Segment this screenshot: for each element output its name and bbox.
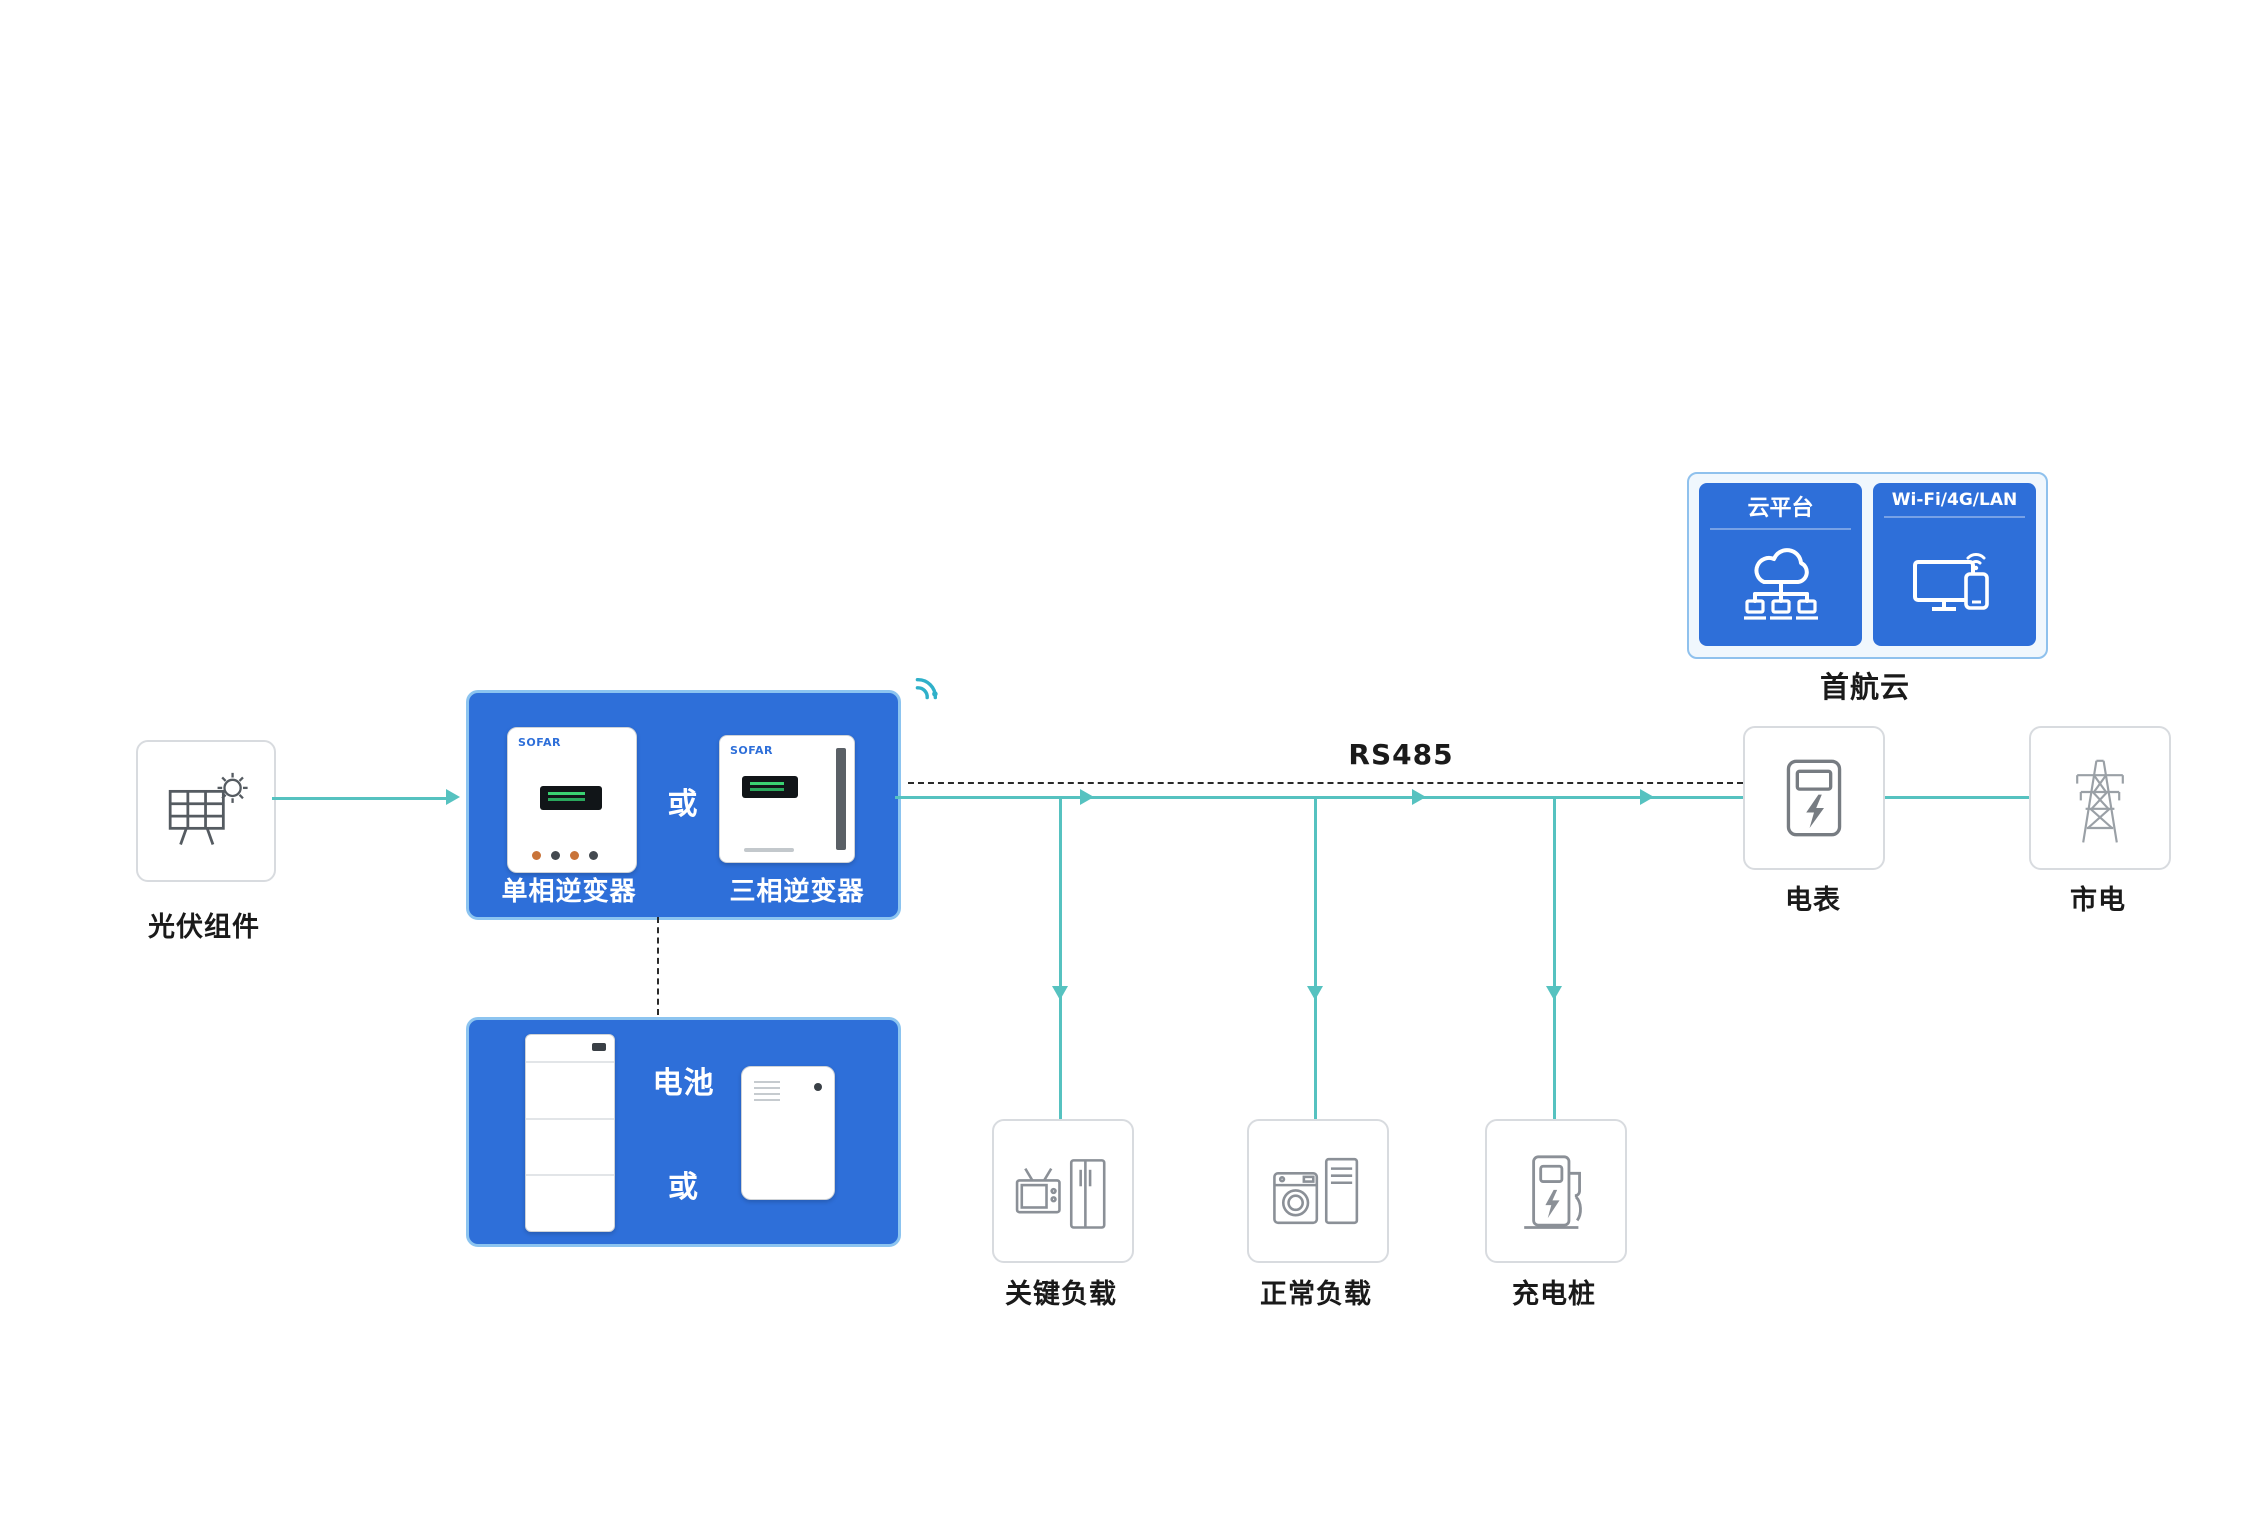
single-phase-inverter-label: 单相逆变器 xyxy=(501,877,637,907)
inverter-heatsink xyxy=(836,748,846,850)
ev-charger-node xyxy=(1485,1119,1627,1263)
solar-panel-icon xyxy=(168,772,248,845)
utility-grid-label: 市电 xyxy=(2070,885,2126,916)
inverter-brand-logo: SOFAR xyxy=(730,744,774,757)
ac-bus-arrow xyxy=(1412,789,1426,805)
meter-label: 电表 xyxy=(1785,885,1841,916)
battery-indicator xyxy=(814,1083,822,1091)
battery-vent-lines xyxy=(754,1081,780,1083)
cloud-panel: 云平台 xyxy=(1687,472,2048,659)
wifi-signal-icon xyxy=(915,677,938,700)
inverter-display-screen xyxy=(540,786,602,810)
inverter-brand-logo: SOFAR xyxy=(518,736,562,749)
battery-module xyxy=(526,1035,614,1063)
meter-to-grid-line xyxy=(1881,796,2029,799)
normal-load-node xyxy=(1247,1119,1389,1263)
battery-module xyxy=(526,1063,614,1120)
three-phase-inverter-image: SOFAR xyxy=(719,735,855,863)
single-phase-inverter-image: SOFAR xyxy=(507,727,637,873)
cloud-network-icon xyxy=(1743,548,1818,620)
rs485-dashed-line xyxy=(908,782,1743,784)
cloud-platform-title: 云平台 xyxy=(1710,483,1851,530)
inverter-or-label: 或 xyxy=(667,787,699,822)
branch-arrow-down xyxy=(1307,986,1323,1000)
pv-to-inverter-arrow xyxy=(446,789,460,805)
inverter-to-battery-dashed-line xyxy=(657,917,659,1015)
battery-group-box: 电池 或 xyxy=(466,1017,901,1247)
charger-branch-line xyxy=(1553,796,1556,1119)
normal-load-label: 正常负载 xyxy=(1260,1279,1372,1310)
pv-module-node xyxy=(136,740,276,882)
meter-node xyxy=(1743,726,1885,870)
wifi-4g-lan-card: Wi-Fi/4G/LAN xyxy=(1873,483,2036,646)
ev-charger-icon xyxy=(1524,1155,1582,1229)
meter-icon xyxy=(1786,759,1842,837)
cloud-platform-card: 云平台 xyxy=(1699,483,1862,646)
pv-module-label: 光伏组件 xyxy=(148,912,260,943)
wall-battery-image xyxy=(741,1066,835,1200)
pv-to-inverter-line xyxy=(272,797,448,800)
battery-module xyxy=(526,1120,614,1177)
branch-arrow-down xyxy=(1546,986,1562,1000)
critical-load-node xyxy=(992,1119,1134,1263)
battery-status-window xyxy=(592,1043,606,1051)
ac-bus-arrow xyxy=(1640,789,1654,805)
rs485-label: RS485 xyxy=(1348,738,1454,771)
wifi-4g-lan-title: Wi-Fi/4G/LAN xyxy=(1884,483,2025,518)
inverter-display-screen xyxy=(742,776,798,798)
inverter-group-box: SOFAR SOFAR 或 单相逆变器 三相逆变器 xyxy=(466,690,901,920)
monitor-phone-icon-wrap xyxy=(1873,518,2036,646)
monitor-phone-icon xyxy=(1912,553,1989,611)
tv-fridge-icon xyxy=(1015,1159,1106,1229)
three-phase-inverter-label: 三相逆变器 xyxy=(729,877,865,907)
battery-title: 电池 xyxy=(652,1066,715,1101)
battery-or-label: 或 xyxy=(668,1170,699,1205)
washer-appliance-icon xyxy=(1273,1157,1359,1225)
inverter-vent xyxy=(744,848,794,852)
inverter-connectors xyxy=(532,851,598,860)
ac-bus-line xyxy=(895,796,1743,799)
cloud-caption: 首航云 xyxy=(1819,670,1910,704)
power-tower-icon xyxy=(2076,759,2124,843)
battery-tower-image xyxy=(525,1034,615,1232)
cloud-network-icon-wrap xyxy=(1699,530,1862,646)
normal-load-branch-line xyxy=(1314,796,1317,1119)
utility-grid-node xyxy=(2029,726,2171,870)
ac-bus-arrow xyxy=(1080,789,1094,805)
ev-charger-label: 充电桩 xyxy=(1512,1279,1596,1310)
critical-load-branch-line xyxy=(1059,796,1062,1119)
branch-arrow-down xyxy=(1052,986,1068,1000)
critical-load-label: 关键负载 xyxy=(1005,1279,1117,1310)
